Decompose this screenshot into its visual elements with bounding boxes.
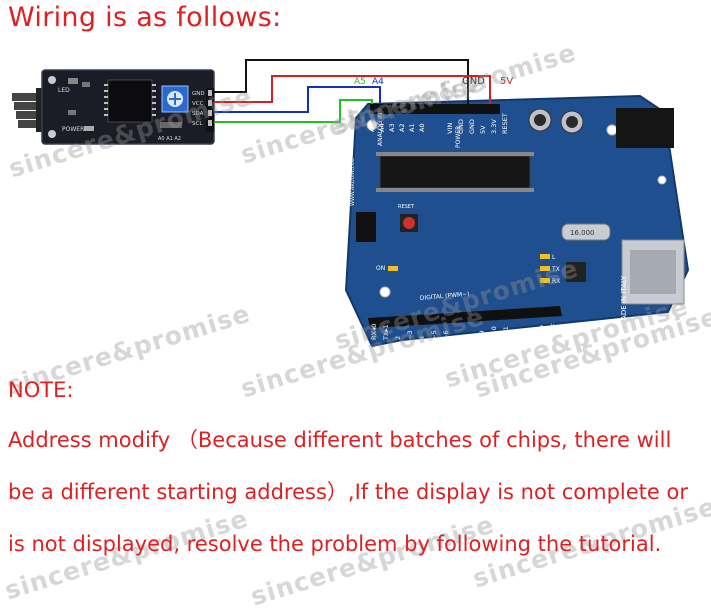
board-crystal-label: 16.000: [570, 229, 595, 237]
i2c-lcd-module: LED POWER A0 A1 A2 GND VCC SDA SCL: [12, 69, 215, 145]
board-digital-pin-label-13: 13: [526, 332, 534, 340]
wire-sda: [214, 86, 381, 113]
board-analog-pin-label-5: A0: [418, 123, 426, 132]
note-line-2: be a different starting address）,If the …: [8, 480, 688, 504]
board-on-label: ON: [376, 265, 385, 272]
wires: [214, 59, 491, 123]
board-tx-label: TX: [551, 266, 560, 273]
board-analog-pin-label-0: A5: [368, 123, 376, 132]
board-digital-label: DIGITAL (PWM~): [420, 291, 470, 302]
module-led-label: LED: [58, 87, 70, 94]
module-pin-vcc: VCC: [192, 101, 204, 107]
wire-gnd: [214, 59, 469, 104]
wire-label-a5: A5: [354, 77, 366, 87]
board-digital-pin-label-15: AREF: [550, 323, 558, 340]
board-digital-pin-label-9: ~9: [478, 330, 486, 340]
board-digital-pin-label-1: TX▸1: [382, 324, 390, 341]
board-digital-pin-label-11: ~11: [502, 326, 510, 340]
board-made-in-label: MADE IN ITALY: [620, 275, 628, 326]
board-digital-pin-label-8: 8: [466, 336, 474, 340]
board-digital-pin-label-10: ~10: [490, 326, 498, 340]
board-digital-pin-label-12: 12: [514, 332, 522, 340]
board-analog-pin-label-3: A2: [398, 123, 406, 132]
arduino-board: ANALOG IN POWER WWW.ARDUINO.CC DIGITAL (…: [344, 94, 690, 348]
board-digital-pin-label-2: 2: [394, 336, 402, 340]
note-line-3: is not displayed, resolve the problem by…: [8, 532, 662, 556]
wire-label-gnd: GND: [462, 76, 485, 87]
board-analog-pin-label-4: A1: [408, 123, 416, 132]
wiring-diagram: LED POWER A0 A1 A2 GND VCC SDA SCL: [12, 59, 690, 348]
notes: NOTE: Address modify （Because different …: [8, 373, 708, 579]
page-title: Wiring is as follows:: [8, 2, 282, 33]
board-digital-pin-label-7: 7: [454, 336, 462, 340]
board-power-pin-label-1: GND: [457, 119, 465, 134]
board-power-pin-label-4: 3.3V: [490, 119, 498, 134]
board-power-pin-label-3: 5V: [479, 125, 487, 134]
board-made-in-text: MADE IN ITALY: [620, 275, 628, 326]
board-site-label: WWW.ARDUINO.CC: [350, 158, 356, 206]
board-power-title: POWER: [455, 126, 462, 148]
board-power-pin-label-0: VIN: [446, 123, 454, 134]
board-digital-pin-label-14: GND: [538, 325, 546, 340]
board-analog-pin-label-2: A3: [388, 123, 396, 132]
board-digital-pin-label-6: ~6: [442, 330, 450, 340]
module-pin-scl: SCL: [192, 121, 203, 127]
board-digital-pin-label-0: RX◂0: [370, 324, 378, 340]
board-digital-pin-label-5: ~5: [430, 330, 438, 340]
board-reset-label: RESET: [398, 204, 415, 210]
module-addr-label: A0 A1 A2: [158, 136, 181, 142]
wire-scl: [214, 99, 373, 123]
wire-label-a4: A4: [372, 77, 384, 87]
board-digital-pin-label-3: ~3: [406, 330, 414, 340]
wire-vcc: [214, 75, 491, 104]
wire-label-5v: 5V: [500, 76, 513, 87]
note-line-1: Address modify （Because different batche…: [8, 428, 672, 452]
module-power-label: POWER: [62, 126, 84, 133]
board-digital-pin-label-4: 4: [418, 336, 426, 340]
board-l-label: L: [552, 254, 556, 261]
note-heading: NOTE:: [8, 378, 74, 402]
board-analog-title: ANALOG IN: [377, 113, 384, 146]
board-power-pin-label-5: RESET: [501, 113, 509, 134]
board-analog-pin-label-1: A4: [378, 123, 386, 132]
board-power-pin-label-2: GND: [468, 119, 476, 134]
board-rx-label: RX: [552, 278, 560, 285]
module-pin-sda: SDA: [192, 111, 204, 117]
module-pin-gnd: GND: [192, 91, 205, 97]
